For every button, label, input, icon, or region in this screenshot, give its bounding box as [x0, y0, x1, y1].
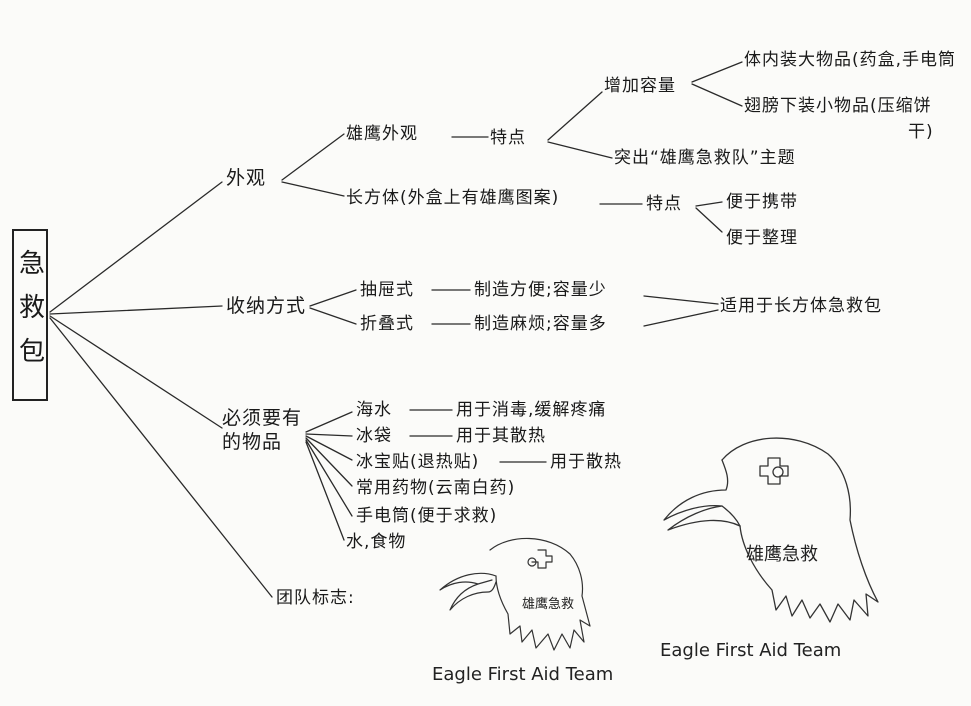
- item-coolpatch: 冰宝贴(退热贴): [356, 452, 480, 472]
- large-logo-caption: Eagle First Aid Team: [660, 640, 842, 661]
- capacity-item-body: 体内装大物品(药盒,手电筒: [744, 50, 957, 70]
- items-node-line1: 必须要有: [222, 407, 303, 429]
- eagle-appearance-node: 雄鹰外观: [346, 124, 418, 144]
- item-icebag-use: 用于其散热: [456, 426, 546, 446]
- drawer-node: 抽屉式: [360, 280, 414, 300]
- item-seawater-use: 用于消毒,缓解疼痛: [456, 400, 607, 420]
- item-seawater: 海水: [356, 400, 392, 420]
- storage-node: 收纳方式: [226, 295, 307, 317]
- capacity-item-wing: 翅膀下装小物品(压缩饼: [744, 96, 932, 116]
- fold-note: 制造麻烦;容量多: [474, 314, 607, 334]
- box-point-carry: 便于携带: [726, 192, 798, 212]
- item-water-food: 水,食物: [346, 532, 407, 552]
- item-coolpatch-use: 用于散热: [550, 452, 622, 472]
- theme-node: 突出“雄鹰急救队”主题: [614, 148, 796, 168]
- box-node: 长方体(外盒上有雄鹰图案): [346, 188, 560, 208]
- small-logo-caption: Eagle First Aid Team: [432, 664, 614, 685]
- capacity-node: 增加容量: [604, 76, 676, 96]
- logo-node: 团队标志:: [276, 588, 355, 608]
- box-point-organize: 便于整理: [726, 228, 798, 248]
- box-feature-node: 特点: [646, 194, 682, 214]
- fold-node: 折叠式: [360, 314, 414, 334]
- capacity-item-wing-cont: 干): [908, 122, 934, 142]
- item-icebag: 冰袋: [356, 426, 392, 446]
- items-node-line2: 的物品: [222, 431, 283, 453]
- eagle-logo-large: 雄鹰急救: [663, 437, 879, 623]
- root-label: 急救包: [14, 249, 45, 381]
- eagle-feature-node: 特点: [490, 128, 526, 148]
- item-flashlight: 手电筒(便于求救): [356, 506, 498, 526]
- storage-conclusion: 适用于长方体急救包: [720, 296, 882, 316]
- small-badge-text: 雄鹰急救: [522, 596, 574, 612]
- drawer-note: 制造方便;容量少: [474, 280, 607, 300]
- appearance-node: 外观: [226, 167, 267, 189]
- large-badge-text: 雄鹰急救: [746, 544, 818, 565]
- item-medicine: 常用药物(云南白药): [356, 478, 516, 498]
- root-node: 急救包: [12, 229, 48, 401]
- eagle-logo-small: 雄鹰急救: [439, 537, 591, 651]
